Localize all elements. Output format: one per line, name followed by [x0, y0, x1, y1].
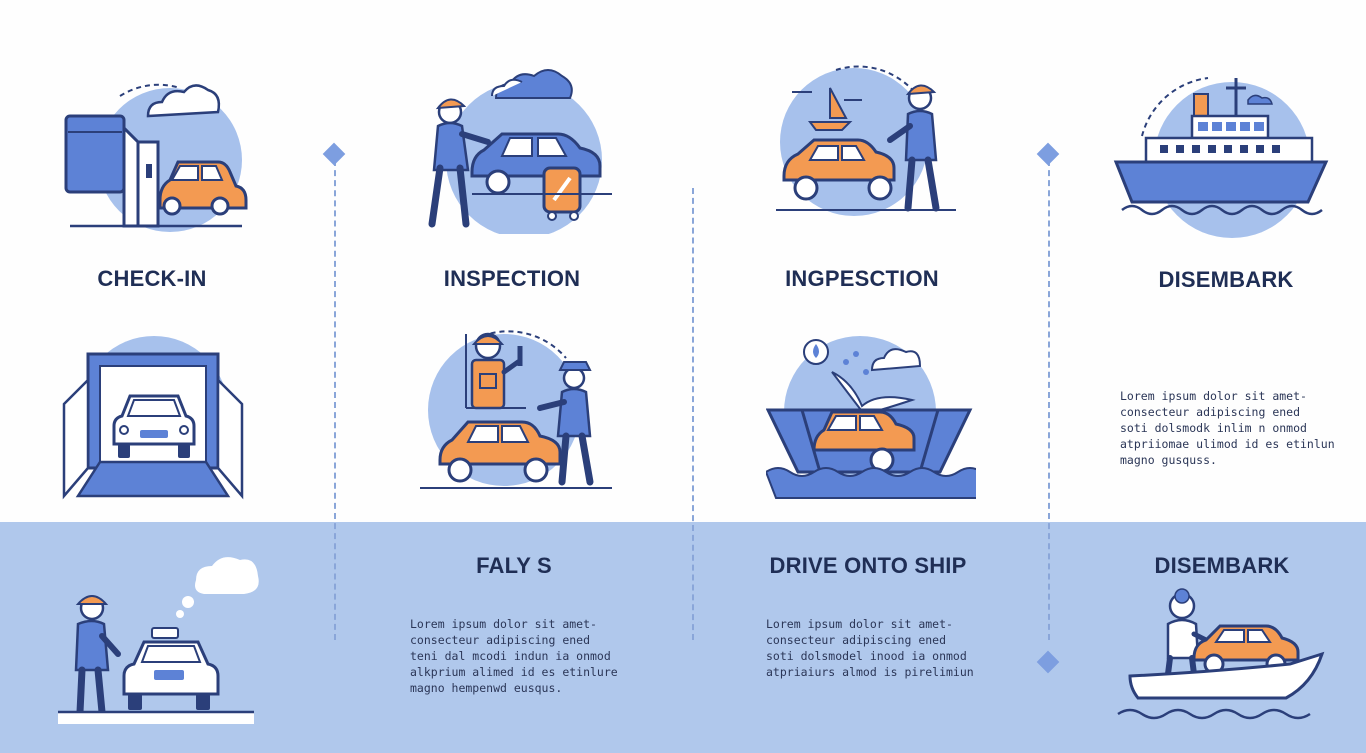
ferry-ship-icon [1113, 77, 1329, 238]
step-title-inspection: INSPECTION [443, 266, 581, 291]
step-title-inspection-2: INGPESCTION [785, 266, 939, 291]
step-title-drive-onto-ship: DRIVE ONTO SHIP [769, 553, 967, 578]
divider-diamond-1 [322, 142, 346, 166]
attendant-car-icon [58, 557, 259, 724]
divider-line-1 [334, 160, 336, 640]
divider-line-3 [1048, 160, 1050, 640]
step-title-check-in: CHECK-IN [97, 266, 207, 291]
inspection-worker-car-icon [428, 69, 612, 234]
divider-diamond-2 [1036, 142, 1060, 166]
step-title-disembark-bottom: DISEMBARK [1154, 553, 1290, 578]
car-on-boat-icon [1117, 588, 1325, 720]
description-text-faly-s: Lorem ipsum dolor sit amet- consecteur a… [410, 617, 618, 695]
car-ferry-splash-icon [766, 336, 976, 499]
inspection-sailboat-worker-icon [776, 65, 956, 216]
divider-line-2 [692, 188, 694, 640]
check-in-booth-car-icon [64, 83, 248, 232]
description-text-disembark: Lorem ipsum dolor sit amet- consecteur a… [1120, 389, 1335, 467]
step-title-faly-s: FALY S [476, 553, 552, 578]
inspector-officer-car-icon [420, 330, 612, 489]
car-in-garage-icon [62, 336, 244, 500]
description-text-drive-onto-ship: Lorem ipsum dolor sit amet- consecteur a… [766, 617, 974, 679]
step-title-disembark-top: DISEMBARK [1158, 267, 1294, 292]
